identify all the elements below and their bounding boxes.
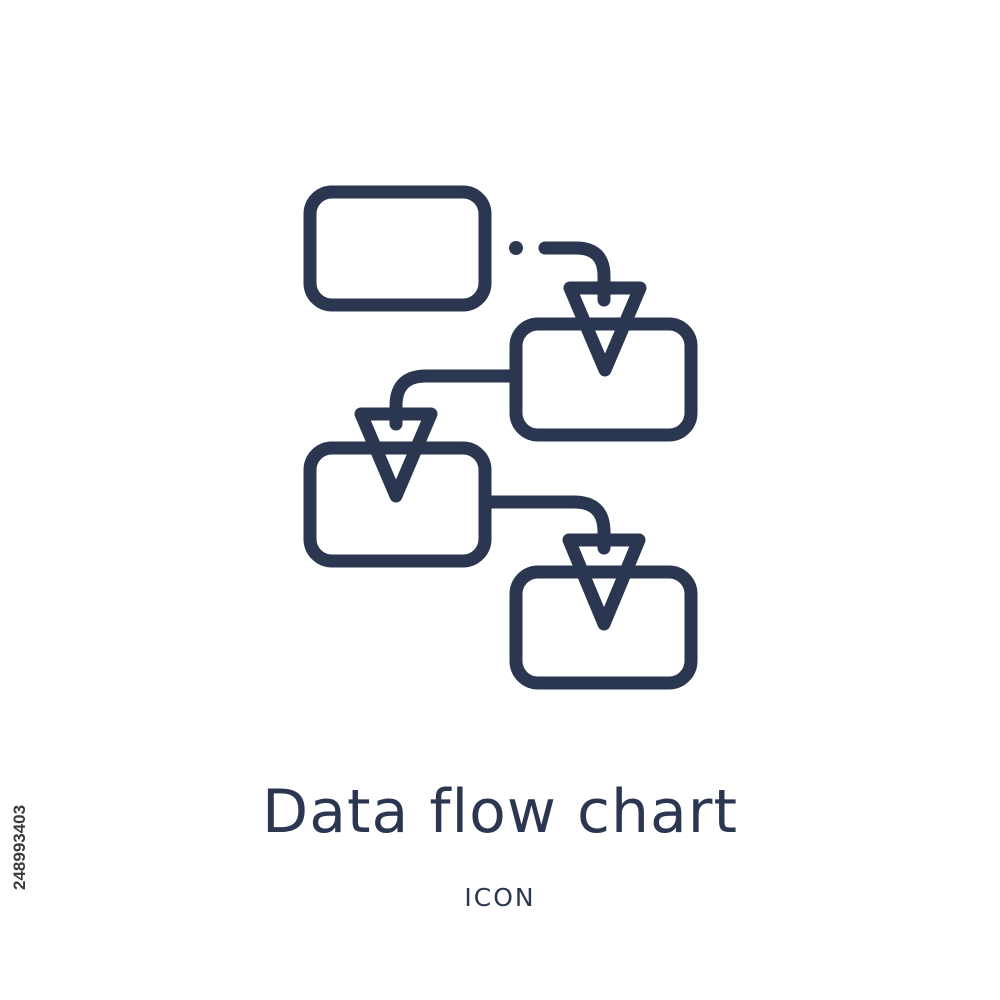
icon-subtitle: ICON — [464, 883, 536, 912]
flow-box-3 — [303, 441, 492, 568]
flow-connector-1 — [538, 241, 647, 377]
flow-connector-2 — [354, 369, 523, 503]
flow-box-2 — [509, 317, 698, 442]
flow-start-dot — [509, 241, 523, 255]
flow-box-1 — [303, 185, 492, 312]
stock-id-label: 248993403 — [10, 804, 29, 890]
icon-title: Data flow chart — [262, 777, 738, 847]
flow-connector-3 — [478, 495, 646, 631]
flow-box-4 — [509, 565, 698, 690]
